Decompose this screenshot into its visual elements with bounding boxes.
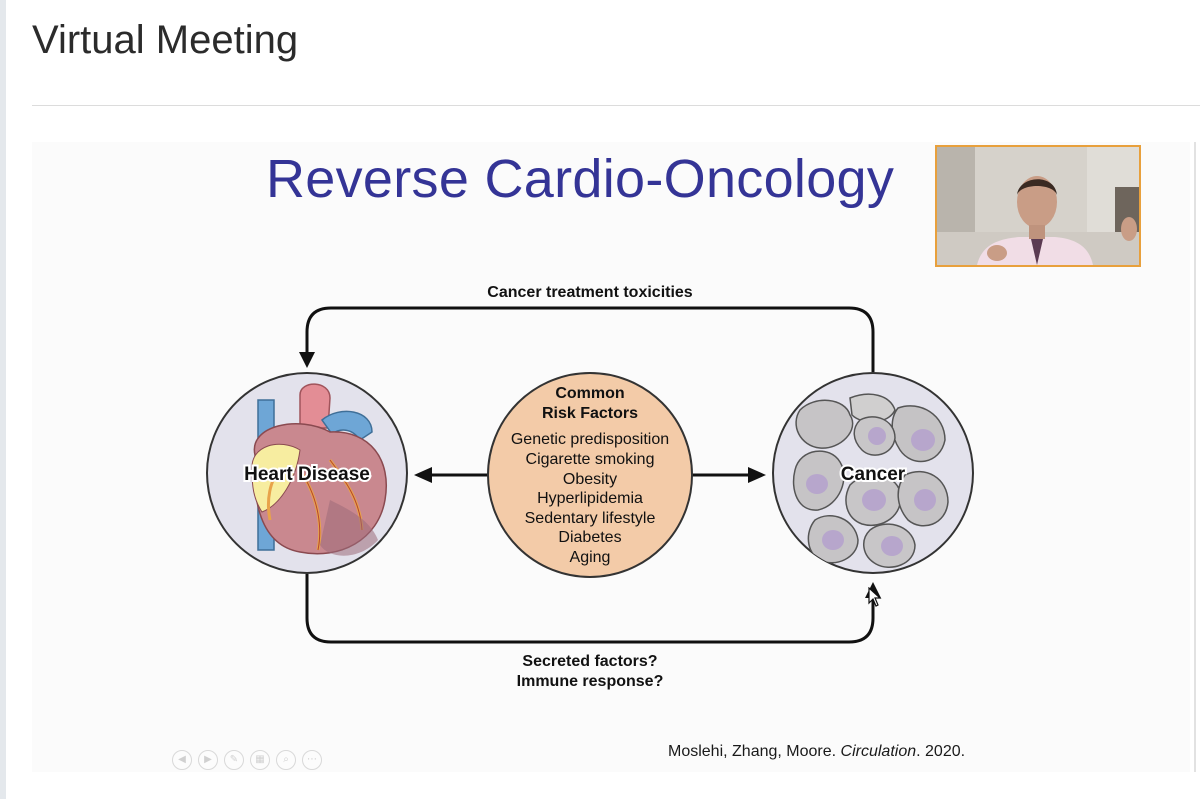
left-arrowhead — [414, 467, 432, 483]
risk-factor-item: Genetic predisposition — [511, 431, 669, 448]
risk-factors-node: Common Risk Factors Genetic predispositi… — [487, 372, 693, 578]
citation-authors: Moslehi, Zhang, Moore. — [668, 743, 837, 760]
more-icon[interactable]: ⋯ — [302, 750, 322, 770]
risk-factor-item: Hyperlipidemia — [537, 490, 643, 507]
heart-disease-label: Heart Disease — [244, 464, 370, 485]
risk-factors-heading-2: Risk Factors — [542, 405, 638, 422]
risk-factor-item: Obesity — [563, 471, 617, 488]
citation-year: . 2020. — [916, 743, 966, 760]
cancer-node: Cancer — [772, 372, 974, 574]
risk-factor-item: Aging — [570, 549, 611, 566]
citation: Moslehi, Zhang, Moore. Circulation. 2020… — [668, 743, 965, 761]
bottom-arrow-label-2: Immune response? — [517, 673, 664, 690]
top-arrow — [305, 306, 875, 372]
heart-disease-node: Heart Disease — [206, 372, 408, 574]
risk-factors-heading-1: Common — [555, 385, 624, 402]
previous-icon[interactable]: ◀ — [172, 750, 192, 770]
zoom-icon[interactable]: ⌕ — [276, 750, 296, 770]
cancer-cells-icon — [792, 393, 949, 568]
scrollbar[interactable] — [1194, 142, 1196, 772]
slides-grid-icon[interactable]: ▦ — [250, 750, 270, 770]
bottom-arrow — [305, 574, 875, 644]
risk-factor-item: Cigarette smoking — [526, 451, 655, 468]
cancer-label: Cancer — [841, 464, 906, 485]
slide-title: Reverse Cardio-Oncology — [266, 149, 895, 209]
risk-factor-item: Diabetes — [558, 529, 621, 546]
next-icon[interactable]: ▶ — [198, 750, 218, 770]
top-arrowhead — [299, 352, 315, 368]
right-arrowhead — [748, 467, 766, 483]
left-edge-panel — [0, 0, 6, 799]
bottom-arrow-label-1: Secreted factors? — [522, 653, 657, 670]
presenter-video-frame — [937, 147, 1139, 265]
top-arrow-label: Cancer treatment toxicities — [487, 284, 693, 301]
risk-factor-item: Sedentary lifestyle — [525, 510, 656, 527]
page-title: Virtual Meeting — [32, 18, 299, 62]
citation-journal: Circulation — [840, 743, 917, 760]
slide-toolbar: ◀ ▶ ✎ ▦ ⌕ ⋯ — [172, 750, 322, 770]
heart-illustration-icon — [251, 383, 387, 556]
mouse-cursor-icon — [868, 587, 882, 607]
title-divider — [32, 105, 1200, 106]
pen-icon[interactable]: ✎ — [224, 750, 244, 770]
presenter-video[interactable] — [935, 145, 1141, 267]
